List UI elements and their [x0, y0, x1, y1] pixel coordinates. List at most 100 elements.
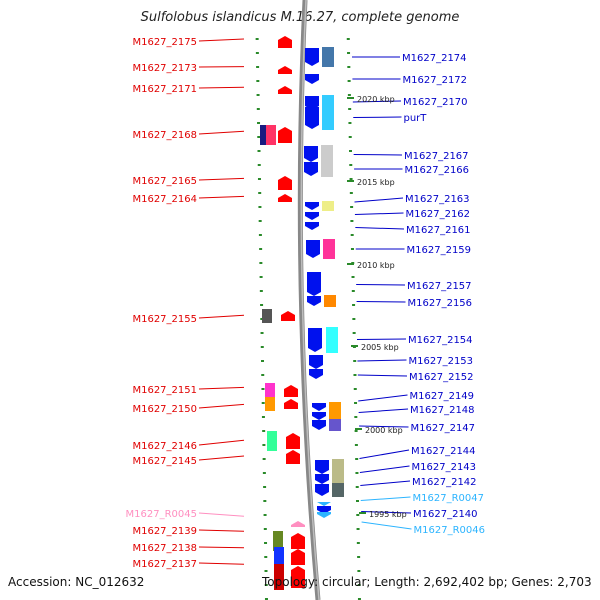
gene-feature-box — [266, 125, 276, 145]
right-gene-label: M1627_2174 — [402, 53, 467, 64]
scale-tick — [262, 430, 266, 432]
right-gene-label: M1627_2161 — [406, 225, 471, 236]
left-gene-label: M1627_2150 — [132, 404, 197, 415]
genome-backbone — [297, 0, 321, 600]
scale-tick — [355, 472, 359, 474]
scale-tick — [260, 318, 264, 320]
label-connector — [355, 227, 405, 230]
gene-feature-box — [322, 106, 334, 130]
left-gene-label: M1627_2175 — [132, 37, 197, 48]
label-connector — [361, 521, 412, 530]
scale-tick — [260, 304, 264, 306]
left-gene-label: M1627_2146 — [132, 441, 197, 452]
gene-feature — [305, 202, 319, 210]
scale-tick — [350, 206, 354, 208]
scale-tick — [354, 416, 358, 418]
scale-tick — [257, 122, 261, 124]
scale-tick — [349, 178, 353, 180]
scale-tick — [256, 66, 260, 68]
left-gene-label: M1627_2145 — [132, 456, 197, 467]
scale-tick — [349, 164, 353, 166]
right-gene-label: purT — [404, 113, 428, 124]
scale-tick — [350, 220, 354, 222]
map-title: Sulfolobus islandicus M.16.27, complete … — [140, 10, 460, 25]
right-gene-label: M1627_2163 — [405, 194, 470, 205]
scale-tick — [255, 52, 259, 54]
scale-tick — [355, 486, 359, 488]
gene-feature — [291, 549, 305, 565]
scale-tick — [357, 570, 361, 572]
gene-feature-box — [265, 383, 275, 399]
label-connector — [198, 314, 245, 319]
gene-feature — [291, 521, 305, 527]
scale-tick — [354, 402, 358, 404]
gene-feature — [278, 86, 292, 94]
label-connector — [356, 301, 406, 303]
scale-tick — [257, 164, 261, 166]
scale-label: 1995 kbp — [369, 510, 407, 519]
scale-tick — [263, 528, 267, 530]
scale-tick — [260, 332, 264, 334]
gene-labels: M1627_2175M1627_2173M1627_2171M1627_2168… — [126, 37, 485, 570]
label-connector — [357, 374, 408, 377]
scale-tick — [264, 542, 268, 544]
right-gene-label: M1627_2144 — [411, 446, 476, 457]
scale-ticks — [255, 38, 361, 600]
scale-tick — [349, 192, 353, 194]
left-gene-label: M1627_2171 — [132, 84, 197, 95]
label-connector — [198, 386, 245, 390]
label-connector — [356, 338, 407, 340]
right-gene-label: M1627_2140 — [413, 509, 478, 520]
gene-feature — [305, 222, 319, 230]
gene-feature-box — [273, 531, 283, 551]
gene-feature — [304, 146, 318, 162]
right-gene-label: M1627_2166 — [405, 165, 470, 176]
gene-feature — [281, 311, 295, 321]
scale-label: 2005 kbp — [361, 343, 399, 352]
left-gene-label: M1627_2155 — [132, 314, 197, 325]
scale-tick — [264, 556, 268, 558]
scale-tick — [262, 472, 266, 474]
right-gene-label: M1627_2159 — [407, 245, 472, 256]
scale-tick — [263, 486, 267, 488]
scale-label: 2015 kbp — [357, 178, 395, 187]
label-connector — [352, 100, 402, 103]
gene-feature-box — [329, 419, 341, 431]
scale-tick — [353, 374, 357, 376]
scale-tick — [257, 178, 261, 180]
left-gene-label: M1627_2164 — [132, 194, 197, 205]
right-gene-label: M1627_2142 — [412, 477, 477, 488]
scale-major-tick — [355, 428, 362, 430]
scale-major-tick — [347, 263, 354, 265]
scale-tick — [357, 556, 361, 558]
scale-tick — [257, 136, 261, 138]
gene-feature — [278, 127, 292, 143]
gene-feature-box — [322, 201, 334, 211]
gene-feature — [305, 212, 319, 220]
gene-feature — [305, 107, 319, 129]
gene-feature — [278, 66, 292, 74]
scale-tick — [348, 136, 352, 138]
right-gene-label: M1627_2143 — [412, 462, 477, 473]
scale-tick — [264, 598, 268, 600]
scale-label: 2020 kbp — [357, 95, 395, 104]
label-connector — [198, 130, 245, 135]
genome-summary-text: Topology: circular; Length: 2,692,402 bp… — [262, 575, 592, 589]
label-connector — [357, 359, 407, 362]
label-connector — [361, 511, 412, 514]
gene-feature — [315, 460, 329, 474]
gene-feature-box — [274, 564, 284, 590]
left-gene-label: M1627_2138 — [132, 543, 197, 554]
scale-tick — [261, 416, 265, 418]
accession-text: Accession: NC_012632 — [8, 575, 145, 589]
gene-feature-box — [332, 459, 344, 475]
right-gene-label: M1627_R0047 — [413, 493, 484, 504]
scale-tick — [356, 514, 360, 516]
scale-tick — [356, 542, 360, 544]
gene-feature — [317, 512, 331, 518]
right-gene-label: M1627_2172 — [403, 75, 468, 86]
genome-backbone-highlight — [300, 0, 320, 600]
label-connector — [353, 154, 403, 156]
gene-feature — [286, 433, 300, 449]
